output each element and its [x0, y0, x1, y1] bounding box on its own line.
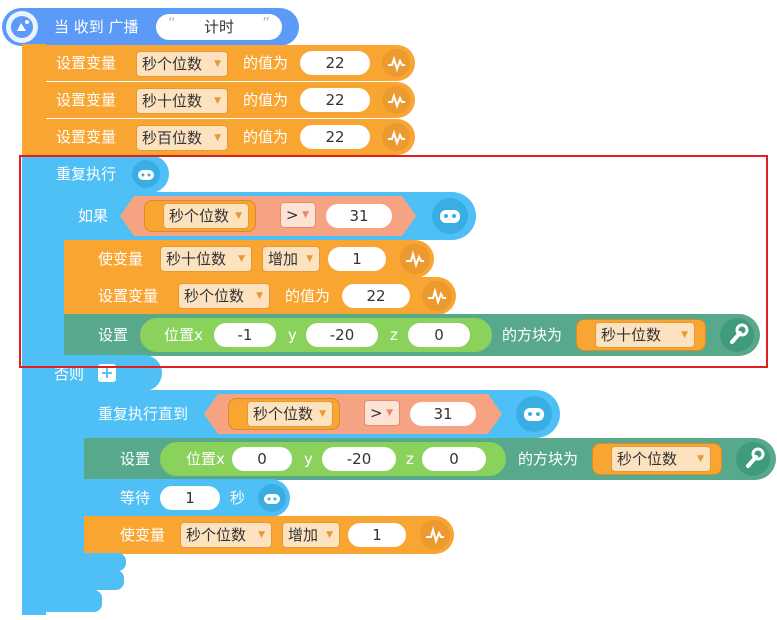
add-branch-icon[interactable]: + [98, 364, 116, 382]
variable-reporter[interactable]: 秒十位数▼ [576, 319, 706, 351]
if-else-footer [44, 570, 124, 590]
loop-label: 重复执行 [56, 165, 117, 183]
variable-reporter[interactable]: 秒个位数▼ [592, 443, 722, 475]
y-label: y [304, 450, 313, 468]
forever-loop-spine [22, 155, 46, 615]
value-input[interactable]: 22 [300, 125, 370, 149]
repeat-until-footer [64, 553, 126, 571]
gamepad-icon [132, 160, 160, 188]
z-input[interactable]: 0 [408, 323, 470, 347]
x-input[interactable]: 0 [232, 447, 292, 471]
block-label: 的值为 [243, 128, 289, 146]
block-label: 等待 [120, 489, 151, 507]
variable-dropdown[interactable]: 秒个位数▼ [180, 522, 272, 548]
position-reporter[interactable]: 位置x 0 y -20 z 0 [160, 442, 506, 476]
set-variable-block-2[interactable]: 设置变量 秒十位数▼ 的值为 22 [22, 82, 415, 118]
broadcast-message-field[interactable]: “ 计时 ” [156, 14, 282, 40]
forever-loop-footer [22, 590, 102, 612]
variable-dropdown[interactable]: 秒十位数▼ [136, 88, 228, 114]
highlight-box [19, 155, 768, 368]
set-variable-block-1[interactable]: 设置变量 秒个位数▼ 的值为 22 [22, 45, 415, 81]
variable-reporter[interactable]: 秒个位数▼ [228, 398, 340, 430]
set-block-position-block[interactable]: 设置 位置x 0 y -20 z 0 的方块为 秒个位数▼ [84, 438, 776, 480]
y-input[interactable]: -20 [306, 323, 378, 347]
set-variable-block-4[interactable]: 设置变量 秒个位数▼ 的值为 22 [64, 277, 456, 315]
variable-dropdown[interactable]: 秒个位数▼ [178, 283, 270, 309]
block-label: 设置变量 [56, 91, 117, 109]
variable-signal-icon [382, 86, 410, 114]
y-label: y [288, 326, 297, 344]
variable-signal-icon [382, 123, 410, 151]
z-input[interactable]: 0 [422, 447, 486, 471]
variable-dropdown[interactable]: 秒百位数▼ [136, 125, 228, 151]
set-variable-block-3[interactable]: 设置变量 秒百位数▼ 的值为 22 [22, 119, 415, 155]
value-input[interactable]: 22 [300, 51, 370, 75]
if-label: 如果 [78, 207, 109, 225]
variable-dropdown[interactable]: 秒十位数▼ [595, 322, 695, 348]
variable-signal-icon [382, 49, 410, 77]
set-block-position-block[interactable]: 设置 位置x -1 y -20 z 0 的方块为 秒十位数▼ [64, 314, 760, 356]
block-label: 使变量 [98, 250, 144, 268]
gamepad-icon [432, 198, 468, 234]
value-input[interactable]: 1 [348, 523, 406, 547]
change-variable-block[interactable]: 使变量 秒十位数▼ 增加▼ 1 [64, 240, 434, 278]
x-input[interactable]: -1 [214, 323, 276, 347]
variable-dropdown[interactable]: 秒十位数▼ [160, 246, 252, 272]
block-label: 设置变量 [98, 287, 159, 305]
block-label: 的值为 [243, 54, 289, 72]
hat-label: 当 收到 广播 [54, 18, 139, 36]
gamepad-icon [516, 396, 552, 432]
position-label: 位置x [164, 326, 203, 344]
position-label: 位置x [186, 450, 225, 468]
block-label: 的方块为 [502, 326, 563, 344]
block-label: 使变量 [120, 526, 166, 544]
value-input[interactable]: 1 [328, 247, 386, 271]
block-label: 设置 [98, 326, 129, 344]
change-variable-block[interactable]: 使变量 秒个位数▼ 增加▼ 1 [84, 516, 454, 554]
z-label: z [390, 326, 398, 344]
change-op-dropdown[interactable]: 增加▼ [282, 522, 340, 548]
y-input[interactable]: -20 [322, 447, 396, 471]
variable-reporter[interactable]: 秒个位数▼ [144, 200, 256, 232]
wait-unit: 秒 [230, 489, 246, 507]
block-label: 的方块为 [518, 450, 579, 468]
operator-dropdown[interactable]: >▼ [364, 400, 400, 426]
block-label: 设置变量 [56, 128, 117, 146]
operator-dropdown[interactable]: >▼ [280, 202, 316, 228]
broadcast-icon [6, 11, 38, 43]
change-op-dropdown[interactable]: 增加▼ [262, 246, 320, 272]
variable-dropdown[interactable]: 秒个位数▼ [136, 51, 228, 77]
variable-dropdown[interactable]: 秒个位数▼ [163, 203, 249, 229]
variable-signal-icon [400, 244, 430, 274]
value-input[interactable]: 22 [300, 88, 370, 112]
block-label: 的值为 [243, 91, 289, 109]
position-reporter[interactable]: 位置x -1 y -20 z 0 [140, 318, 492, 352]
block-label: 设置变量 [56, 54, 117, 72]
else-label: 否则 [54, 365, 85, 383]
variable-dropdown[interactable]: 秒个位数▼ [611, 446, 711, 472]
repeat-until-header[interactable]: 重复执行直到 秒个位数▼ >▼ 31 [64, 390, 560, 438]
variable-dropdown[interactable]: 秒个位数▼ [247, 401, 333, 427]
wait-block[interactable]: 等待 1 秒 [84, 479, 290, 517]
wait-input[interactable]: 1 [160, 486, 220, 510]
broadcast-hat-block[interactable]: 当 收到 广播 “ 计时 ” [2, 8, 299, 46]
else-header[interactable]: 否则 + [44, 355, 162, 391]
if-header[interactable]: 如果 秒个位数▼ >▼ 31 [44, 192, 476, 240]
repeat-until-label: 重复执行直到 [98, 405, 189, 423]
wrench-icon [720, 318, 754, 352]
z-label: z [406, 450, 414, 468]
block-label: 的值为 [285, 287, 331, 305]
variable-signal-icon [420, 520, 450, 550]
value-input[interactable]: 22 [342, 284, 410, 308]
wrench-icon [736, 442, 770, 476]
block-label: 设置 [120, 450, 151, 468]
variable-signal-icon [422, 281, 452, 311]
value-input[interactable]: 31 [410, 402, 476, 426]
value-input[interactable]: 31 [326, 204, 392, 228]
forever-loop-header[interactable]: 重复执行 [22, 155, 169, 193]
gamepad-icon [258, 484, 286, 512]
